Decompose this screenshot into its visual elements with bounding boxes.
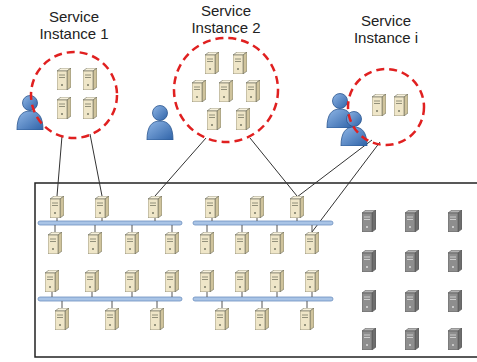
network-tap [55, 225, 56, 232]
datacenter-box [35, 183, 477, 357]
server-icon [255, 308, 269, 330]
server-icon [125, 270, 139, 292]
network-tap [222, 301, 223, 308]
network-tap [157, 301, 158, 308]
server-icon [200, 232, 214, 254]
server-icon [57, 97, 71, 119]
server-icon [150, 308, 164, 330]
server-icon [270, 232, 284, 254]
server-icon [205, 196, 219, 218]
network-tap [132, 292, 133, 297]
network-bars [38, 221, 333, 301]
network-tap [212, 218, 213, 221]
network-tap [102, 218, 103, 221]
idle-server-icon [405, 328, 419, 350]
server-icon [372, 94, 386, 116]
network-tap [132, 225, 133, 232]
idle-server-icon [362, 210, 376, 232]
idle-server-icon [448, 250, 462, 272]
server-icon [235, 270, 249, 292]
server-icon [300, 308, 314, 330]
idle-server-icon [362, 328, 376, 350]
user-icon [147, 106, 173, 141]
server-icon [200, 270, 214, 292]
server-icon [88, 232, 102, 254]
server-icons [45, 52, 462, 350]
server-icon [235, 232, 249, 254]
server-icon [165, 270, 179, 292]
server-icon [95, 196, 109, 218]
network-tap [297, 218, 298, 221]
idle-server-icon [405, 210, 419, 232]
server-icon [148, 196, 162, 218]
network-tap [155, 218, 156, 221]
server-icon [57, 68, 71, 90]
network-tap [62, 301, 63, 308]
idle-server-icon [362, 250, 376, 272]
instance-label: Service Instance 1 [32, 8, 116, 42]
instance-label: Service Instance i [344, 12, 428, 46]
idle-server-icon [448, 328, 462, 350]
dashed-circle [174, 38, 278, 142]
network-tap [95, 225, 96, 232]
service-instance-circle: Service Instance 1 [28, 8, 120, 141]
server-icon [85, 270, 99, 292]
service-instance-circle: Service Instance 2 [171, 2, 281, 145]
server-icon [270, 270, 284, 292]
user-icon [17, 96, 43, 131]
server-icon [207, 108, 221, 130]
dashed-circle [348, 69, 424, 145]
server-icon [394, 94, 408, 116]
server-icon [83, 97, 97, 119]
server-icon [83, 68, 97, 90]
server-icon [250, 196, 264, 218]
server-icon [192, 80, 206, 102]
network-tap [277, 225, 278, 232]
server-icon [125, 232, 139, 254]
network-tap [277, 292, 278, 297]
server-icon [55, 308, 69, 330]
instance-label: Service Instance 2 [184, 2, 268, 36]
network-tap [262, 301, 263, 308]
dashed-circle [31, 52, 117, 138]
server-icon [290, 196, 304, 218]
network-tap [257, 218, 258, 221]
network-tap [172, 225, 173, 232]
network-tap [312, 292, 313, 297]
network-tap [307, 301, 308, 308]
server-icon [246, 80, 260, 102]
network-tap [312, 225, 313, 232]
network-tap [242, 225, 243, 232]
network-tap [207, 292, 208, 297]
network-tap [172, 292, 173, 297]
network-tap [112, 301, 113, 308]
server-icon [215, 308, 229, 330]
idle-server-icon [405, 250, 419, 272]
server-icon [50, 196, 64, 218]
idle-server-icon [362, 290, 376, 312]
network-tap [52, 292, 53, 297]
idle-server-icon [448, 290, 462, 312]
server-icon [305, 232, 319, 254]
assignment-lines [57, 134, 380, 232]
server-icon [105, 308, 119, 330]
network-tap [92, 292, 93, 297]
server-icon [236, 108, 250, 130]
server-icon [165, 232, 179, 254]
server-icon [205, 52, 219, 74]
network-tap [207, 225, 208, 232]
server-icon [305, 270, 319, 292]
server-icon [45, 270, 59, 292]
server-icon [48, 232, 62, 254]
network-tap [242, 292, 243, 297]
service-instance-circle: Service Instance i [344, 12, 428, 148]
idle-server-icon [448, 210, 462, 232]
network-tap [57, 218, 58, 221]
server-icon [219, 80, 233, 102]
idle-server-icon [405, 290, 419, 312]
server-icon [233, 52, 247, 74]
